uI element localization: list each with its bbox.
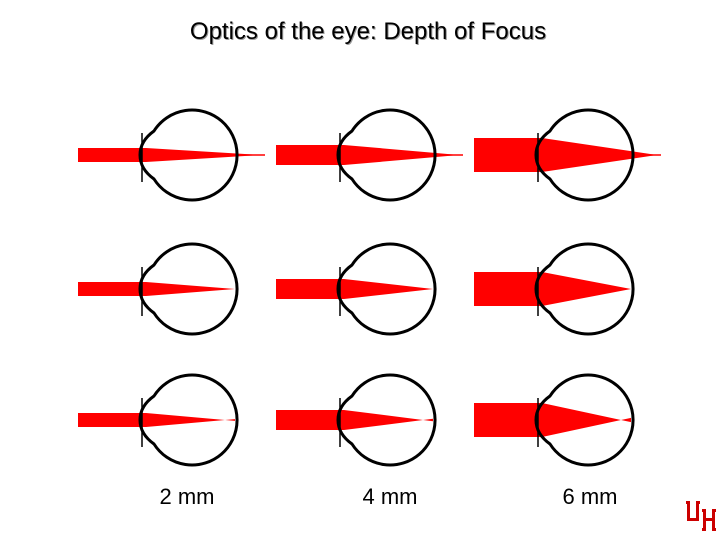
converging-cone-4mm-on-retina [344, 279, 433, 299]
incoming-beam-4mm-behind-retina [276, 145, 344, 165]
column-label-4mm: 4 mm [362, 484, 418, 509]
column-label-6mm: 6 mm [562, 484, 618, 509]
incoming-beam-4mm-in-front-of-retina [276, 410, 344, 430]
diverging-cone-6mm-in-front-of-retina [621, 417, 631, 423]
university-logo-icon [686, 501, 716, 531]
eye-outline-2mm-on-retina [138, 242, 239, 336]
eye-outline-2mm-behind-retina [138, 108, 239, 202]
incoming-beam-2mm-in-front-of-retina [78, 413, 146, 427]
converging-cone-6mm-behind-retina [542, 138, 657, 172]
diverging-cone-2mm-in-front-of-retina [225, 419, 235, 421]
eye-outline-4mm-in-front-of-retina [336, 373, 437, 467]
converging-cone-4mm-in-front-of-retina [344, 410, 423, 430]
incoming-beam-2mm-behind-retina [78, 148, 146, 162]
converging-cone-2mm-on-retina [146, 282, 235, 296]
eye-outline-2mm-in-front-of-retina [138, 373, 239, 467]
incoming-beam-6mm-behind-retina [474, 138, 542, 172]
converging-cone-6mm-in-front-of-retina [542, 403, 621, 437]
slide-title: Optics of the eye: Depth of Focus [189, 18, 547, 45]
incoming-beam-6mm-in-front-of-retina [474, 403, 542, 437]
eye-outline-6mm-in-front-of-retina [534, 373, 635, 467]
converging-cone-6mm-on-retina [542, 272, 631, 306]
incoming-beam-4mm-on-retina [276, 279, 344, 299]
eye-outline-4mm-on-retina [336, 242, 437, 336]
incoming-beam-6mm-on-retina [474, 272, 542, 306]
converging-cone-2mm-behind-retina [146, 148, 261, 162]
converging-cone-4mm-behind-retina [344, 145, 459, 165]
eye-outline-4mm-behind-retina [336, 108, 437, 202]
incoming-beam-2mm-on-retina [78, 282, 146, 296]
eye-outline-6mm-on-retina [534, 242, 635, 336]
column-label-2mm: 2 mm [159, 484, 215, 509]
converging-cone-2mm-in-front-of-retina [146, 413, 225, 427]
diverging-cone-4mm-in-front-of-retina [423, 418, 433, 422]
eye-outline-6mm-behind-retina [534, 108, 635, 202]
